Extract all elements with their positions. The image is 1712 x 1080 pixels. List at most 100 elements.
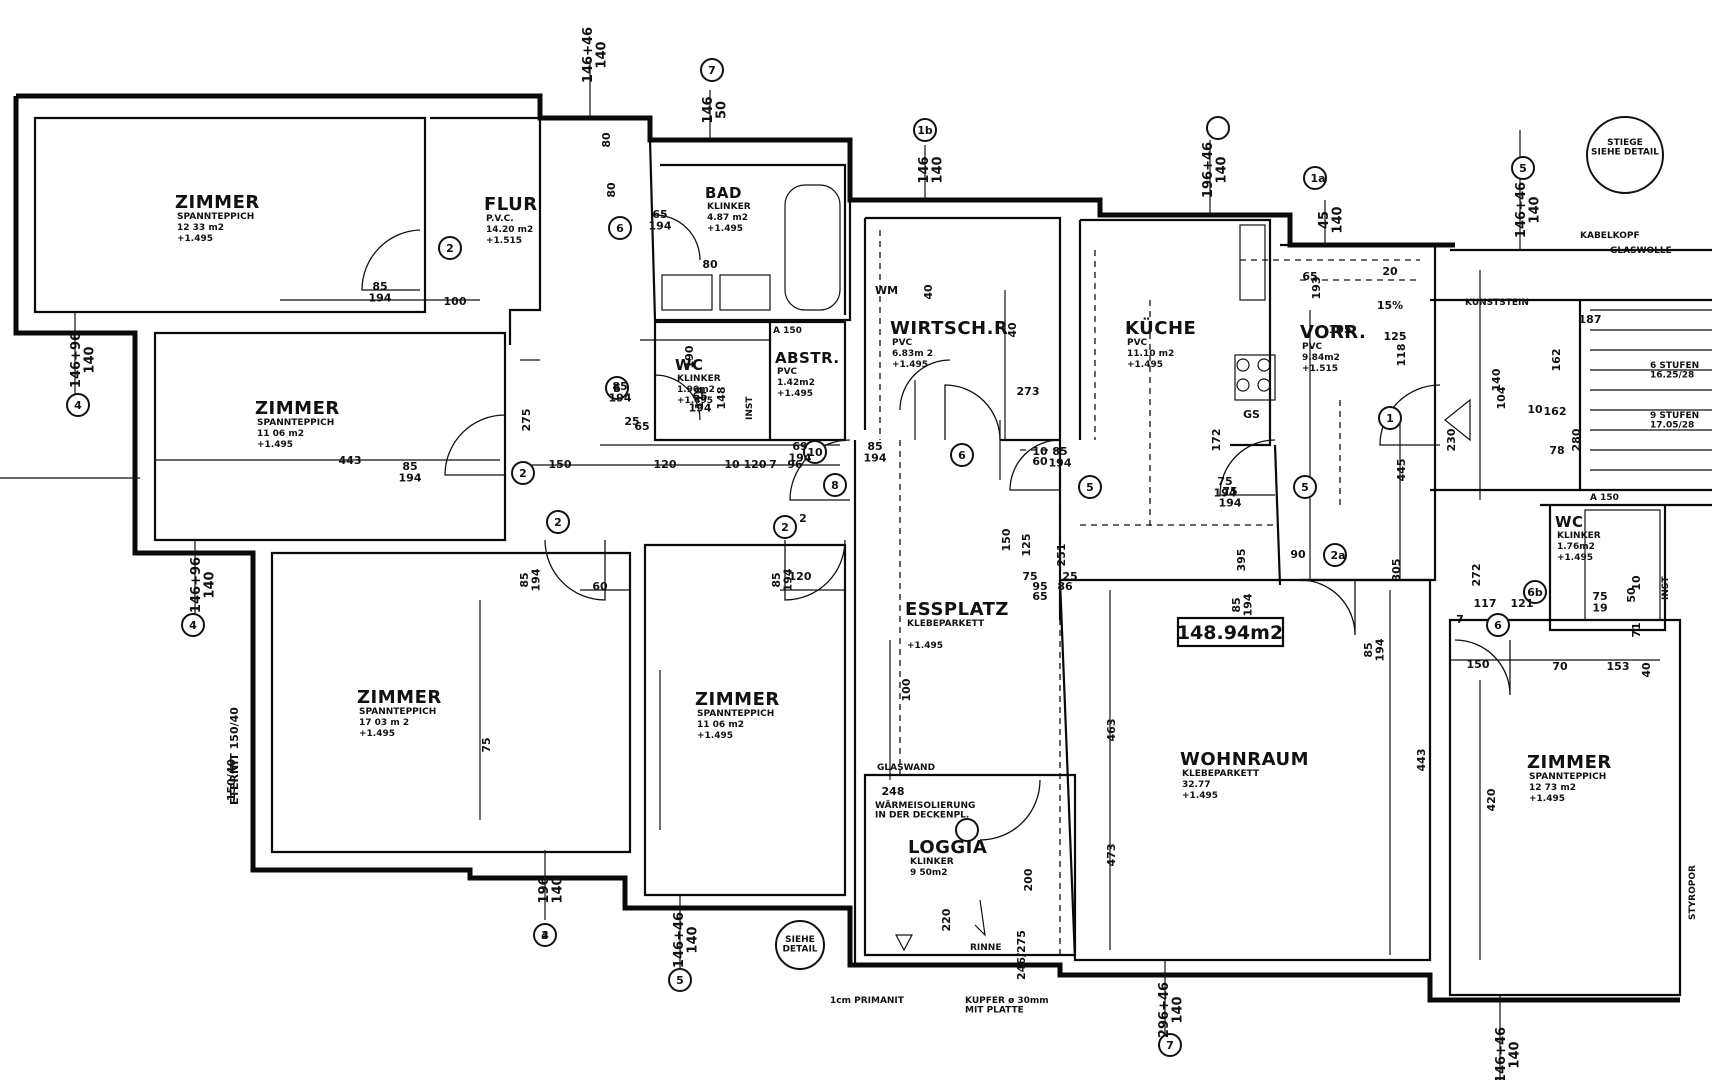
axis-marker-label: 2a xyxy=(1330,549,1345,562)
room-name: LOGGIA xyxy=(908,837,987,858)
room-level: +1.495 xyxy=(1182,791,1218,801)
dimension-label: 65 xyxy=(1302,270,1317,283)
dimension-label: 100 xyxy=(444,295,467,308)
room-level: +1.495 xyxy=(1529,794,1565,804)
room-level: +1.495 xyxy=(907,641,943,651)
axis-marker-label: 4 xyxy=(189,619,197,632)
room-name: ESSPLATZ xyxy=(905,599,1009,620)
note-a150-2: A 150 xyxy=(1590,493,1619,503)
room-area: 1.90m2 xyxy=(677,385,715,395)
room-name: ZIMMER xyxy=(357,687,442,708)
axis-marker-label: 6b xyxy=(1527,586,1543,599)
axis-marker-label: 1b xyxy=(917,124,933,137)
room-floor: KLEBEPARKETT xyxy=(907,619,985,629)
note-glaswolle: GLASWOLLE xyxy=(1610,246,1672,256)
dimension-label: 220 xyxy=(940,908,953,931)
dimension-label: 473 xyxy=(1105,844,1118,867)
axis-marker-label: 1a xyxy=(1310,172,1325,185)
dimension-label: 10 xyxy=(1032,445,1048,458)
room-level: +1.515 xyxy=(1302,364,1338,374)
room-area: 32.77 xyxy=(1182,780,1210,790)
dimension-label: 57 xyxy=(0,0,8,3)
dimension-label: 251 xyxy=(1055,544,1068,567)
dimension-label: 85194 xyxy=(1230,593,1255,616)
dimension-label: 125 xyxy=(1020,534,1033,557)
axis-marker-label: 8 xyxy=(831,479,839,492)
note-kunststein: KUNSTSTEIN xyxy=(1465,298,1529,308)
axis-markers xyxy=(66,58,1664,1057)
room-area: 6.83m 2 xyxy=(892,349,933,359)
dimension-label: 14650 xyxy=(701,96,730,123)
axis-marker-label: 2 xyxy=(781,521,789,534)
dimension-label: 96 xyxy=(787,458,803,471)
axis-marker-label: 7 xyxy=(1166,1039,1174,1052)
room-level: +1.495 xyxy=(177,234,213,244)
note-kabelkopf: KABELKOPF xyxy=(1580,231,1640,241)
axis-marker-label: 6 xyxy=(1494,619,1502,632)
axis-marker-label: 5 xyxy=(1301,481,1309,494)
note-inst: INST xyxy=(745,396,755,420)
dimension-label: 95 xyxy=(1032,580,1047,593)
dimension-label: 190 xyxy=(683,345,696,368)
room-area: 14.20 m2 xyxy=(486,225,533,235)
dimension-label: 70 xyxy=(1552,660,1568,673)
room-floor: KLINKER xyxy=(677,374,721,384)
dimension-label: 105 xyxy=(1329,323,1352,336)
dimension-label: 146+96140 xyxy=(189,557,218,613)
axis-marker-label: 10 xyxy=(807,446,823,459)
room-area: 11 06 m2 xyxy=(697,720,744,730)
room-floor: KLEBEPARKETT xyxy=(1182,769,1260,779)
dimension-label: 200 xyxy=(1022,868,1035,891)
room-name: ZIMMER xyxy=(255,398,340,419)
dimension-label: 117 xyxy=(1474,597,1497,610)
dimension-label: 65 xyxy=(1032,590,1047,603)
room-floor: PVC xyxy=(1302,342,1323,352)
room-floor: SPANNTEPPICH xyxy=(257,418,334,428)
note-eternit: ETERNIT 150/40 xyxy=(228,707,241,805)
room-name: WOHNRAUM xyxy=(1180,749,1309,770)
axis-marker-label: 3 xyxy=(541,929,549,942)
axis-marker-label: 5 xyxy=(1086,481,1094,494)
dimension-label: 85194 xyxy=(1362,638,1387,661)
room-name: ZIMMER xyxy=(175,192,260,213)
dimension-label: 10 xyxy=(1630,575,1643,591)
room-area: 1.76m2 xyxy=(1557,542,1595,552)
axis-marker-label: 2 xyxy=(799,512,807,525)
dimension-label: 45140 xyxy=(1317,206,1346,233)
room-floor: PVC xyxy=(777,367,798,377)
note-wm: WM xyxy=(875,284,898,297)
axis-marker-label: 2 xyxy=(446,242,454,255)
dimension-label: 162 xyxy=(1550,349,1563,372)
room-level: +1.495 xyxy=(359,729,395,739)
dimension-label: 125 xyxy=(1384,330,1407,343)
dimension-label: 196140 xyxy=(537,876,566,903)
dimension-label: 10 xyxy=(1527,403,1543,416)
dimension-label: 7 xyxy=(1456,613,1464,626)
dimension-label: 172 xyxy=(1210,429,1223,452)
room-level: +1.515 xyxy=(486,236,522,246)
dimension-label: 78 xyxy=(1549,444,1564,457)
dimension-label: 187 xyxy=(1579,313,1602,326)
dimension-label: 80 xyxy=(600,132,613,148)
dimension-label: 280 xyxy=(1570,428,1583,451)
dimension-label: 248 xyxy=(882,785,905,798)
dimension-label: 40 xyxy=(1640,662,1653,678)
room-area: 11 06 m2 xyxy=(257,429,304,439)
dimension-label: 420 xyxy=(1485,788,1498,811)
axis-marker-label: 6 xyxy=(613,382,621,395)
room-name: ZIMMER xyxy=(695,689,780,710)
total-area-box: 148.94m2 xyxy=(1177,616,1285,648)
dimension-label: 246/275 xyxy=(1015,930,1028,980)
dimension-label: 273 xyxy=(1017,385,1040,398)
dimension-label: 75 xyxy=(1022,570,1037,583)
room-name: KÜCHE xyxy=(1125,317,1196,339)
room-name: ABSTR. xyxy=(775,349,840,367)
dimension-label: 150 xyxy=(549,458,572,471)
